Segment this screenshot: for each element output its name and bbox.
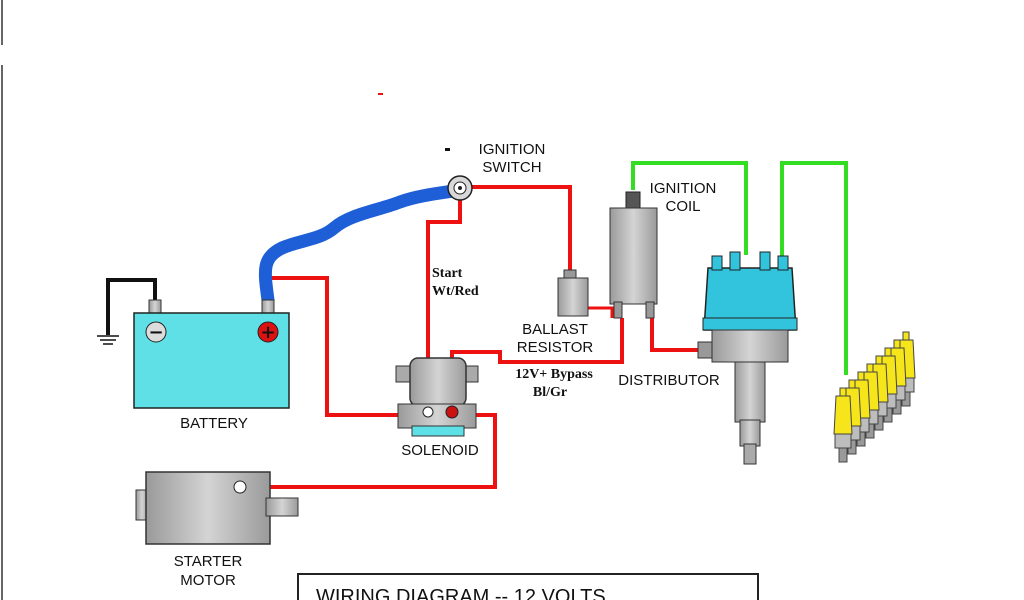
ballast-label-line2: RESISTOR [517,339,594,356]
bypass-label-line1: 12V+ Bypass [515,367,593,382]
start-wire-label-line2: Wt/Red [432,284,479,299]
coil-to-distributor-lead [631,161,748,255]
ballast-label-line1: BALLAST [522,321,588,338]
ballast-resistor [557,269,589,317]
title-box [297,573,759,600]
spark-plug [833,387,853,463]
spark-plugs [833,331,916,463]
diagram-title: WIRING DIAGRAM -- 12 VOLTS [316,586,606,600]
bypass-label-line2: Bl/Gr [533,385,567,400]
stray-mark [445,148,450,151]
start-wire [426,198,462,412]
switch-to-ballast-wire [470,185,572,275]
ground-symbol [97,335,119,345]
distributor-label: DISTRIBUTOR [618,372,720,389]
battery-to-switch-cable [258,183,467,307]
starter-motor [135,471,299,545]
ground-wire [106,278,157,335]
solenoid-label: SOLENOID [401,442,479,459]
solenoid [395,357,479,437]
ignition-coil [609,191,658,319]
start-wire-label-line1: Start [432,266,463,281]
ignition-switch [447,175,473,201]
distributor [697,251,798,465]
stray-mark [378,93,383,95]
battery-label: BATTERY [180,415,248,432]
ballast-to-coil-wire [588,306,614,318]
starter-label-line1: STARTER [174,553,243,570]
coil-to-distributor-wire [650,316,702,352]
distributor-to-plugs-lead [780,161,848,375]
ignition-switch-label-line1: IGNITION [479,141,546,158]
battery: − + [133,299,290,409]
battery-to-solenoid-wire [268,276,398,417]
battery-negative-terminal [145,321,167,343]
minus-icon: − [148,322,163,343]
ignition-coil-label-line2: COIL [665,198,700,215]
starter-label-line2: MOTOR [180,572,236,589]
ignition-coil-label-line1: IGNITION [650,180,717,197]
ignition-switch-label-line2: SWITCH [482,159,541,176]
battery-positive-terminal [257,321,279,343]
plus-icon: + [260,322,275,343]
